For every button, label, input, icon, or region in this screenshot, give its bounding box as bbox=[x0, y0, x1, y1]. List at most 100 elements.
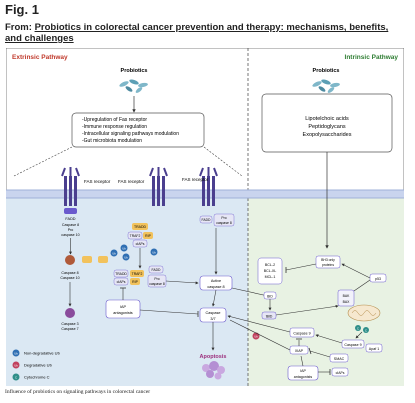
bcl-line-3: MCL-1 bbox=[265, 275, 276, 279]
fadd-right: FADD bbox=[201, 218, 211, 222]
tbid: tBID bbox=[266, 315, 273, 319]
left-effect-line-1: -Upregulation of Fas receptor bbox=[82, 117, 147, 123]
ciaps-top: cIAPs bbox=[136, 242, 145, 246]
caspase37-center-line-1: Caspase bbox=[206, 311, 221, 315]
ciaps-right: cIAPs bbox=[336, 371, 345, 375]
left-effect-line-2: -Immune response regulation bbox=[82, 124, 147, 130]
caspase9-center-box bbox=[289, 327, 315, 338]
apoptosis-label: Apoptosis bbox=[200, 354, 227, 360]
bax-line: BAX bbox=[343, 300, 351, 304]
iap-right-line-1: IAP bbox=[300, 369, 306, 373]
bcl-line-2: BCL-XL bbox=[264, 269, 277, 273]
caspase9-right-box bbox=[341, 339, 365, 349]
tradd-top-box bbox=[132, 223, 148, 230]
bh3-line-1: BH3 only bbox=[321, 258, 335, 262]
bak-line: BAK bbox=[343, 294, 351, 298]
caspase8-left-symbol bbox=[65, 255, 75, 265]
bcl-box bbox=[257, 257, 283, 285]
legend-item-2: Degradative Ub bbox=[24, 363, 53, 368]
smac: SMAC bbox=[334, 357, 345, 361]
legend: Ub Non-degradative Ub Ub Degradative Ub … bbox=[12, 349, 61, 381]
caspase8-pro-line-3: caspase 10 bbox=[61, 233, 79, 237]
bid: BID bbox=[267, 295, 273, 299]
p53: p53 bbox=[375, 277, 381, 281]
legend-symbol-3: C bbox=[15, 375, 17, 379]
active-caspase8-line-2: caspase 8 bbox=[207, 285, 224, 289]
fadd-left-box bbox=[64, 208, 77, 214]
iap-left-line-1: IAP bbox=[120, 305, 127, 309]
cytochrome-2: C bbox=[365, 328, 368, 332]
legend-item-1: Non-degradative Ub bbox=[24, 351, 61, 356]
legend-symbol-1: Ub bbox=[14, 351, 18, 355]
right-bacteria-icon bbox=[312, 79, 340, 93]
apoptotic-cell-icon bbox=[202, 361, 225, 380]
ciaps-top-box bbox=[132, 239, 148, 248]
apaf1: Apaf 1 bbox=[369, 347, 379, 351]
traf2-low: TRAF2 bbox=[132, 272, 143, 276]
fas-receptor-1 bbox=[61, 167, 80, 206]
diagram-panel: Extrinsic Pathway Intrinsic Pathway Prob… bbox=[6, 48, 404, 386]
tradd-low: TRADD bbox=[115, 272, 127, 276]
traf2-box bbox=[127, 231, 143, 240]
pro-caspase8-mid-line-2: caspase 8 bbox=[149, 282, 165, 286]
fas-receptor-label-2: FAS receptor bbox=[118, 179, 145, 184]
xiap: XIAP bbox=[295, 349, 304, 353]
fadd-mid-box bbox=[148, 265, 164, 274]
figure-caption: Influence of probiotics on signaling pat… bbox=[5, 389, 151, 395]
iap-left-line-2: antagonists bbox=[113, 311, 133, 315]
ub-ciaps-3: Ub bbox=[112, 252, 116, 256]
legend-item-3: Cytochrome C bbox=[24, 375, 50, 380]
mitochondrion-icon bbox=[347, 304, 381, 322]
caspase37-left-symbol bbox=[65, 308, 75, 318]
bh3-line-2: proteins bbox=[322, 263, 334, 267]
bak-bax-box bbox=[337, 289, 355, 307]
pathway-diagram: Extrinsic Pathway Intrinsic Pathway Prob… bbox=[6, 48, 404, 386]
left-effects-box bbox=[71, 112, 205, 148]
bid-left-symbol bbox=[82, 256, 92, 263]
pro-caspase8-right-line-2: caspase 8 bbox=[216, 221, 232, 225]
fadd-left: FADD bbox=[65, 217, 75, 221]
caspase8-left-line-2: Caspase 10 bbox=[60, 276, 79, 280]
cytoplasm-bg bbox=[6, 198, 248, 386]
fadd-right-box bbox=[199, 215, 213, 224]
pro-caspase8-right-line-1: Pro bbox=[221, 216, 226, 220]
pro-caspase8-right-box bbox=[213, 213, 235, 227]
tradd-low-box bbox=[113, 269, 129, 278]
smac-box bbox=[329, 353, 349, 363]
caspase8-pro-line-1: Caspase 8 bbox=[62, 223, 79, 227]
rip-top-box bbox=[143, 232, 153, 239]
traf2-low-box bbox=[130, 270, 144, 277]
left-effect-line-3: -Intracellular signaling pathways modula… bbox=[82, 131, 179, 137]
fadd-mid: FADD bbox=[151, 268, 161, 272]
ciaps-low: cIAPs bbox=[117, 280, 126, 284]
active-caspase8-line-1: Active bbox=[211, 279, 221, 283]
cytochrome-1: C bbox=[357, 326, 360, 330]
iap-right-line-2: antagonists bbox=[294, 375, 313, 379]
left-effect-line-4: -Gut microbiota modulation bbox=[82, 138, 142, 144]
left-bacteria-icon bbox=[119, 79, 148, 93]
caspase8-pro-line-2: Pro bbox=[68, 228, 74, 232]
article-link[interactable]: Probiotics in colorectal cancer preventi… bbox=[5, 22, 389, 44]
legend-symbol-2: Ub bbox=[14, 363, 18, 367]
caspase37-left-line-1: Caspase 3 bbox=[61, 322, 78, 326]
rip-low: RIP bbox=[132, 280, 138, 284]
right-effects-box bbox=[261, 93, 393, 153]
caspase9-center: Caspase 9 bbox=[293, 332, 310, 336]
left-probiotics-label: Probiotics bbox=[121, 68, 148, 74]
ub-ciaps-1: Ub bbox=[122, 247, 126, 251]
bid-left-symbol-2 bbox=[98, 256, 108, 263]
traf2: TRAF2 bbox=[130, 234, 141, 238]
right-effect-line-1: Lipotelchoic acids bbox=[305, 116, 349, 122]
intrinsic-title: Intrinsic Pathway bbox=[345, 54, 399, 61]
caspase9-right: Caspase 9 bbox=[344, 343, 361, 347]
fas-receptor-label-1: FAS receptor bbox=[84, 179, 111, 184]
extrinsic-title: Extrinsic Pathway bbox=[12, 54, 68, 61]
bh3-box bbox=[315, 255, 341, 269]
from-prefix: From: bbox=[5, 22, 35, 33]
bcl-line-1: BCL-2 bbox=[265, 263, 275, 267]
right-effect-line-3: Exopolysaccharides bbox=[303, 132, 352, 138]
fas-receptor-label-3: FAS receptor bbox=[182, 177, 209, 182]
caspase37-center-line-2: 3/7 bbox=[210, 317, 215, 321]
iap-left-box bbox=[105, 299, 141, 319]
fas-receptor-3 bbox=[199, 167, 218, 206]
